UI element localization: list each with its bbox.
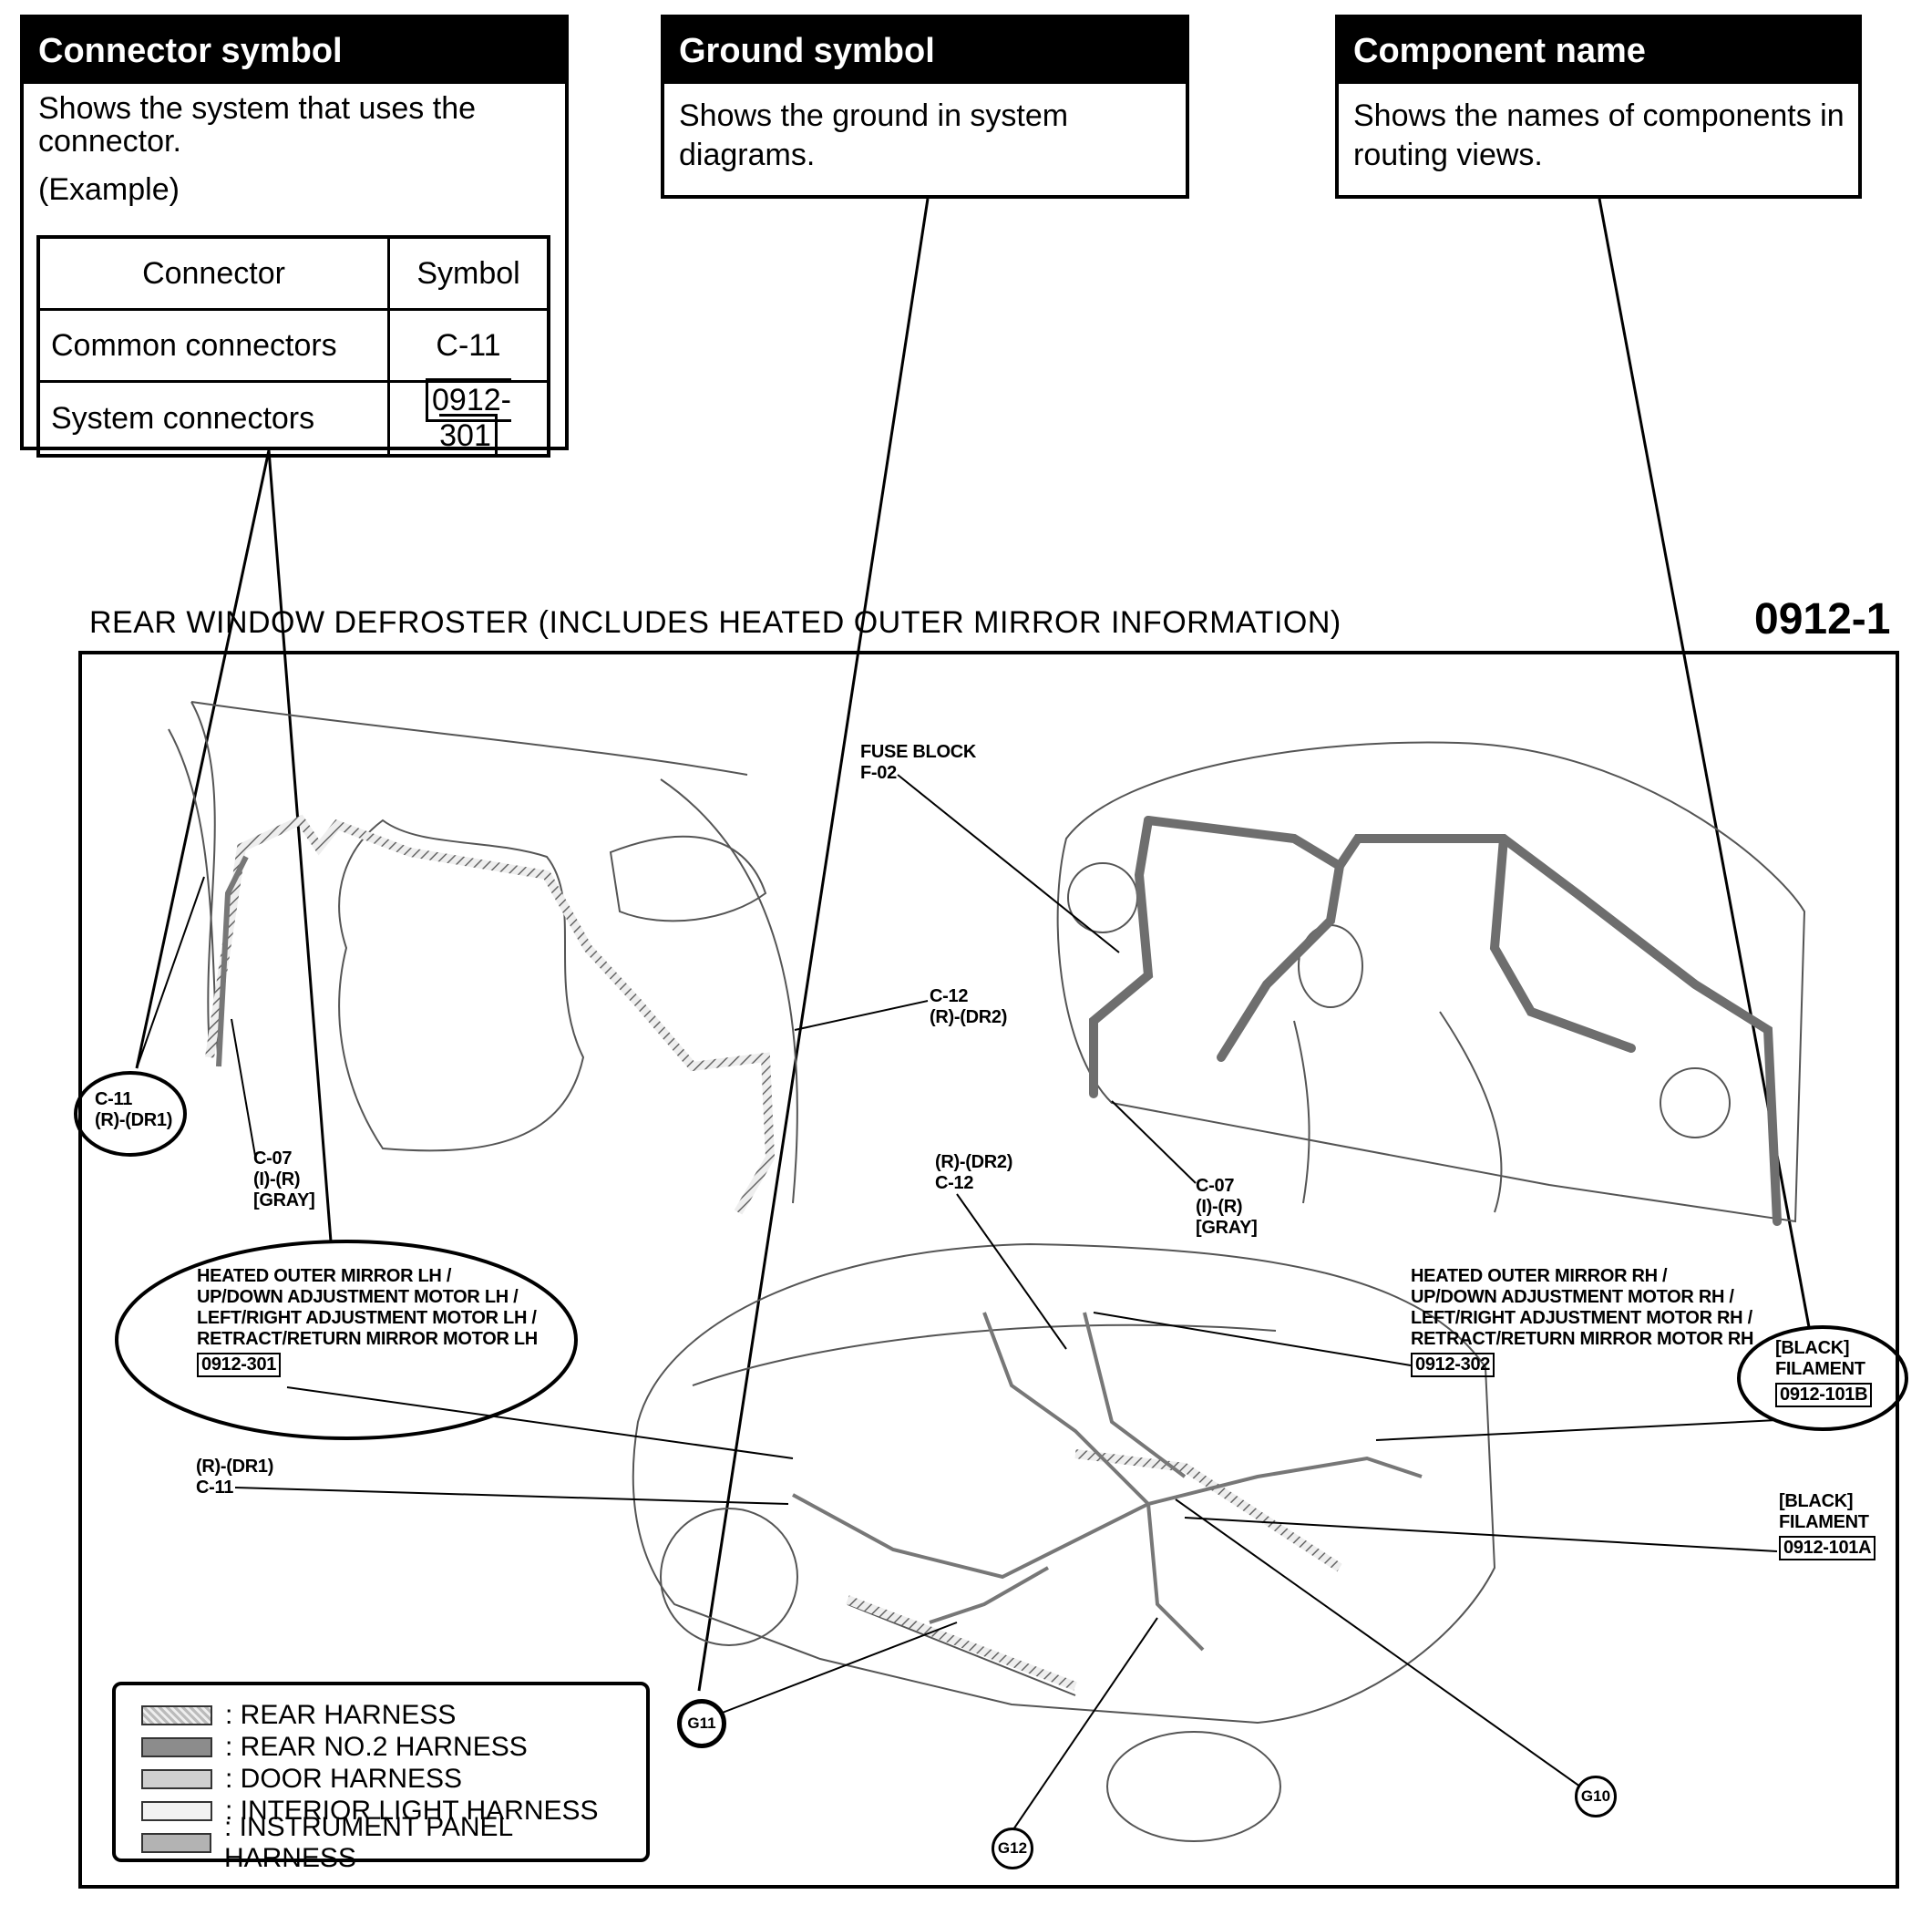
- instrument-panel-harness-route: [1089, 816, 1782, 1226]
- table-row: Common connectors C-11: [36, 308, 550, 383]
- component-name-title: Component name: [1339, 18, 1858, 84]
- legend-item: : DOOR HARNESS: [141, 1764, 462, 1794]
- connector-c07-label-left: C-07 (I)-(R) [GRAY]: [253, 1148, 315, 1210]
- component-label-filament-a: [BLACK] FILAMENT 0912-101A: [1779, 1491, 1876, 1560]
- connector-c11-label-low: (R)-(DR1) C-11: [196, 1457, 274, 1498]
- component-label-filament-b: [BLACK] FILAMENT 0912-101B: [1775, 1338, 1873, 1407]
- diagram-frame: [78, 651, 1899, 1889]
- body-harness-route: [792, 1312, 1423, 1652]
- legend-swatch-rear: [141, 1705, 212, 1725]
- ground-g12: G12: [992, 1828, 1033, 1869]
- system-connector-code: 0912-301: [197, 1353, 282, 1377]
- page-id: 0912-1: [1754, 595, 1891, 644]
- component-label-mirror-rh: HEATED OUTER MIRROR RH / UP/DOWN ADJUSTM…: [1411, 1266, 1753, 1377]
- vehicle-body-outline: [632, 1242, 1496, 1842]
- legend-swatch-instrument-panel: [141, 1833, 211, 1853]
- connector-c07-label-right: C-07 (I)-(R) [GRAY]: [1196, 1176, 1258, 1238]
- callout-leader-lines: [135, 198, 1811, 1692]
- system-connector-code: 0912-101B: [1775, 1383, 1873, 1407]
- table-cell-connector: System connectors: [36, 380, 390, 458]
- component-label-mirror-lh: HEATED OUTER MIRROR LH / UP/DOWN ADJUSTM…: [197, 1266, 538, 1377]
- connector-symbol-text: Shows the system that uses the connector…: [38, 91, 477, 159]
- table-header-row: Connector Symbol: [36, 235, 550, 311]
- table-cell-connector: Common connectors: [36, 308, 390, 383]
- legend-swatch-door: [141, 1769, 212, 1789]
- table-header-connector: Connector: [36, 235, 390, 311]
- connector-symbol-title: Connector symbol: [24, 18, 565, 84]
- ground-g10: G10: [1575, 1776, 1617, 1817]
- system-connector-code: 0912-101A: [1779, 1536, 1876, 1560]
- connector-symbol-callout: Connector symbol Shows the system that u…: [20, 15, 569, 458]
- legend-item: : REAR NO.2 HARNESS: [141, 1732, 528, 1762]
- legend-swatch-rear-no2: [141, 1737, 212, 1757]
- system-connector-code: 0912-301: [426, 378, 511, 458]
- connector-c11-label: C-11 (R)-(DR1): [95, 1089, 173, 1130]
- fuse-block-label: FUSE BLOCK F-02: [860, 742, 977, 783]
- harness-legend: : REAR HARNESS : REAR NO.2 HARNESS : DOO…: [112, 1682, 650, 1873]
- rear-harness-route-body: [1074, 1449, 1342, 1572]
- connector-example-table: Connector Symbol Common connectors C-11 …: [36, 235, 550, 458]
- table-row: System connectors 0912-301: [36, 378, 550, 458]
- ground-g11: G11: [677, 1699, 726, 1748]
- connector-c12-label-mid: (R)-(DR2) C-12: [935, 1152, 1013, 1193]
- table-cell-symbol: C-11: [387, 308, 550, 383]
- diagram-title: REAR WINDOW DEFROSTER (INCLUDES HEATED O…: [89, 605, 1341, 640]
- rear-harness-route-lh: [205, 814, 776, 1215]
- label-leader-lines: [136, 774, 1778, 1833]
- ground-symbol-text: Shows the ground in system diagrams.: [679, 98, 1069, 172]
- connector-example-label: (Example): [38, 172, 180, 208]
- table-cell-symbol: 0912-301: [387, 378, 550, 458]
- component-name-callout: Component name Shows the names of compon…: [1335, 15, 1862, 199]
- ground-symbol-callout: Ground symbol Shows the ground in system…: [661, 15, 1189, 199]
- highlight-ellipses: [74, 1071, 1908, 1440]
- legend-item: : REAR HARNESS: [141, 1700, 456, 1730]
- legend-item: : INSTRUMENT PANEL HARNESS: [141, 1812, 646, 1873]
- legend-swatch-interior-light: [141, 1801, 212, 1821]
- table-header-symbol: Symbol: [387, 235, 550, 311]
- system-connector-code: 0912-302: [1411, 1353, 1495, 1377]
- legend-item: : INTERIOR LIGHT HARNESS: [141, 1796, 599, 1826]
- component-name-text: Shows the names of components in routing…: [1353, 98, 1845, 172]
- ground-symbol-title: Ground symbol: [664, 18, 1186, 84]
- lh-door-outline: [168, 701, 798, 1204]
- connector-c12-label: C-12 (R)-(DR2): [930, 986, 1008, 1027]
